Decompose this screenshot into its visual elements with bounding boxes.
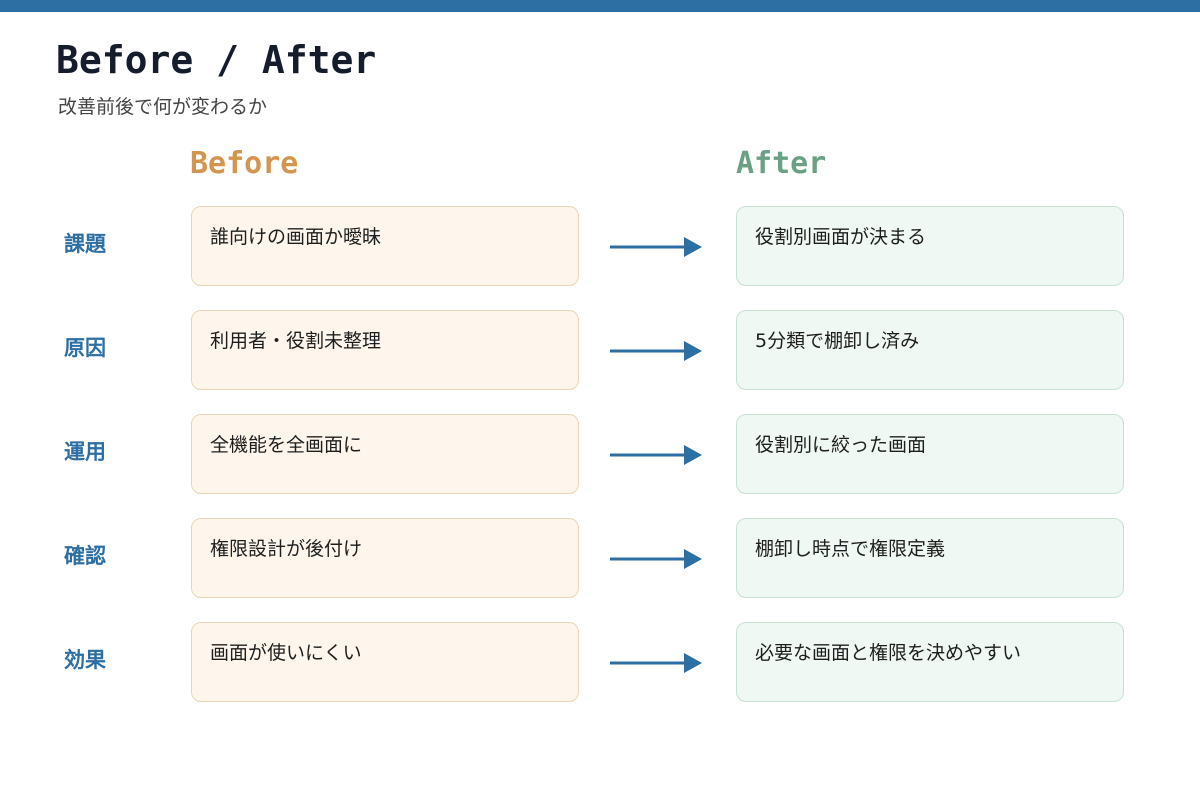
after-column-heading: After — [736, 146, 827, 181]
row-label: 運用 — [64, 440, 106, 464]
right-arrow-icon — [610, 340, 702, 362]
after-card: 役割別に絞った画面 — [736, 414, 1124, 494]
page-subtitle: 改善前後で何が変わるか — [58, 96, 268, 118]
page-title: Before / After — [56, 38, 377, 82]
comparison-row: 確認 権限設計が後付け 棚卸し時点で権限定義 — [0, 518, 1200, 600]
before-card: 全機能を全画面に — [191, 414, 579, 494]
row-label: 課題 — [64, 232, 106, 256]
before-column-heading: Before — [190, 146, 299, 181]
before-card: 誰向けの画面か曖昧 — [191, 206, 579, 286]
comparison-row: 課題 誰向けの画面か曖昧 役割別画面が決まる — [0, 206, 1200, 288]
comparison-row: 運用 全機能を全画面に 役割別に絞った画面 — [0, 414, 1200, 496]
row-label: 効果 — [64, 648, 106, 672]
after-card: 役割別画面が決まる — [736, 206, 1124, 286]
comparison-row: 原因 利用者・役割未整理 5分類で棚卸し済み — [0, 310, 1200, 392]
row-label: 確認 — [64, 544, 106, 568]
after-card: 5分類で棚卸し済み — [736, 310, 1124, 390]
before-card: 権限設計が後付け — [191, 518, 579, 598]
right-arrow-icon — [610, 444, 702, 466]
right-arrow-icon — [610, 652, 702, 674]
comparison-row: 効果 画面が使いにくい 必要な画面と権限を決めやすい — [0, 622, 1200, 704]
top-accent-bar — [0, 0, 1200, 12]
row-label: 原因 — [64, 336, 106, 360]
right-arrow-icon — [610, 236, 702, 258]
right-arrow-icon — [610, 548, 702, 570]
before-card: 画面が使いにくい — [191, 622, 579, 702]
after-card: 必要な画面と権限を決めやすい — [736, 622, 1124, 702]
before-card: 利用者・役割未整理 — [191, 310, 579, 390]
after-card: 棚卸し時点で権限定義 — [736, 518, 1124, 598]
